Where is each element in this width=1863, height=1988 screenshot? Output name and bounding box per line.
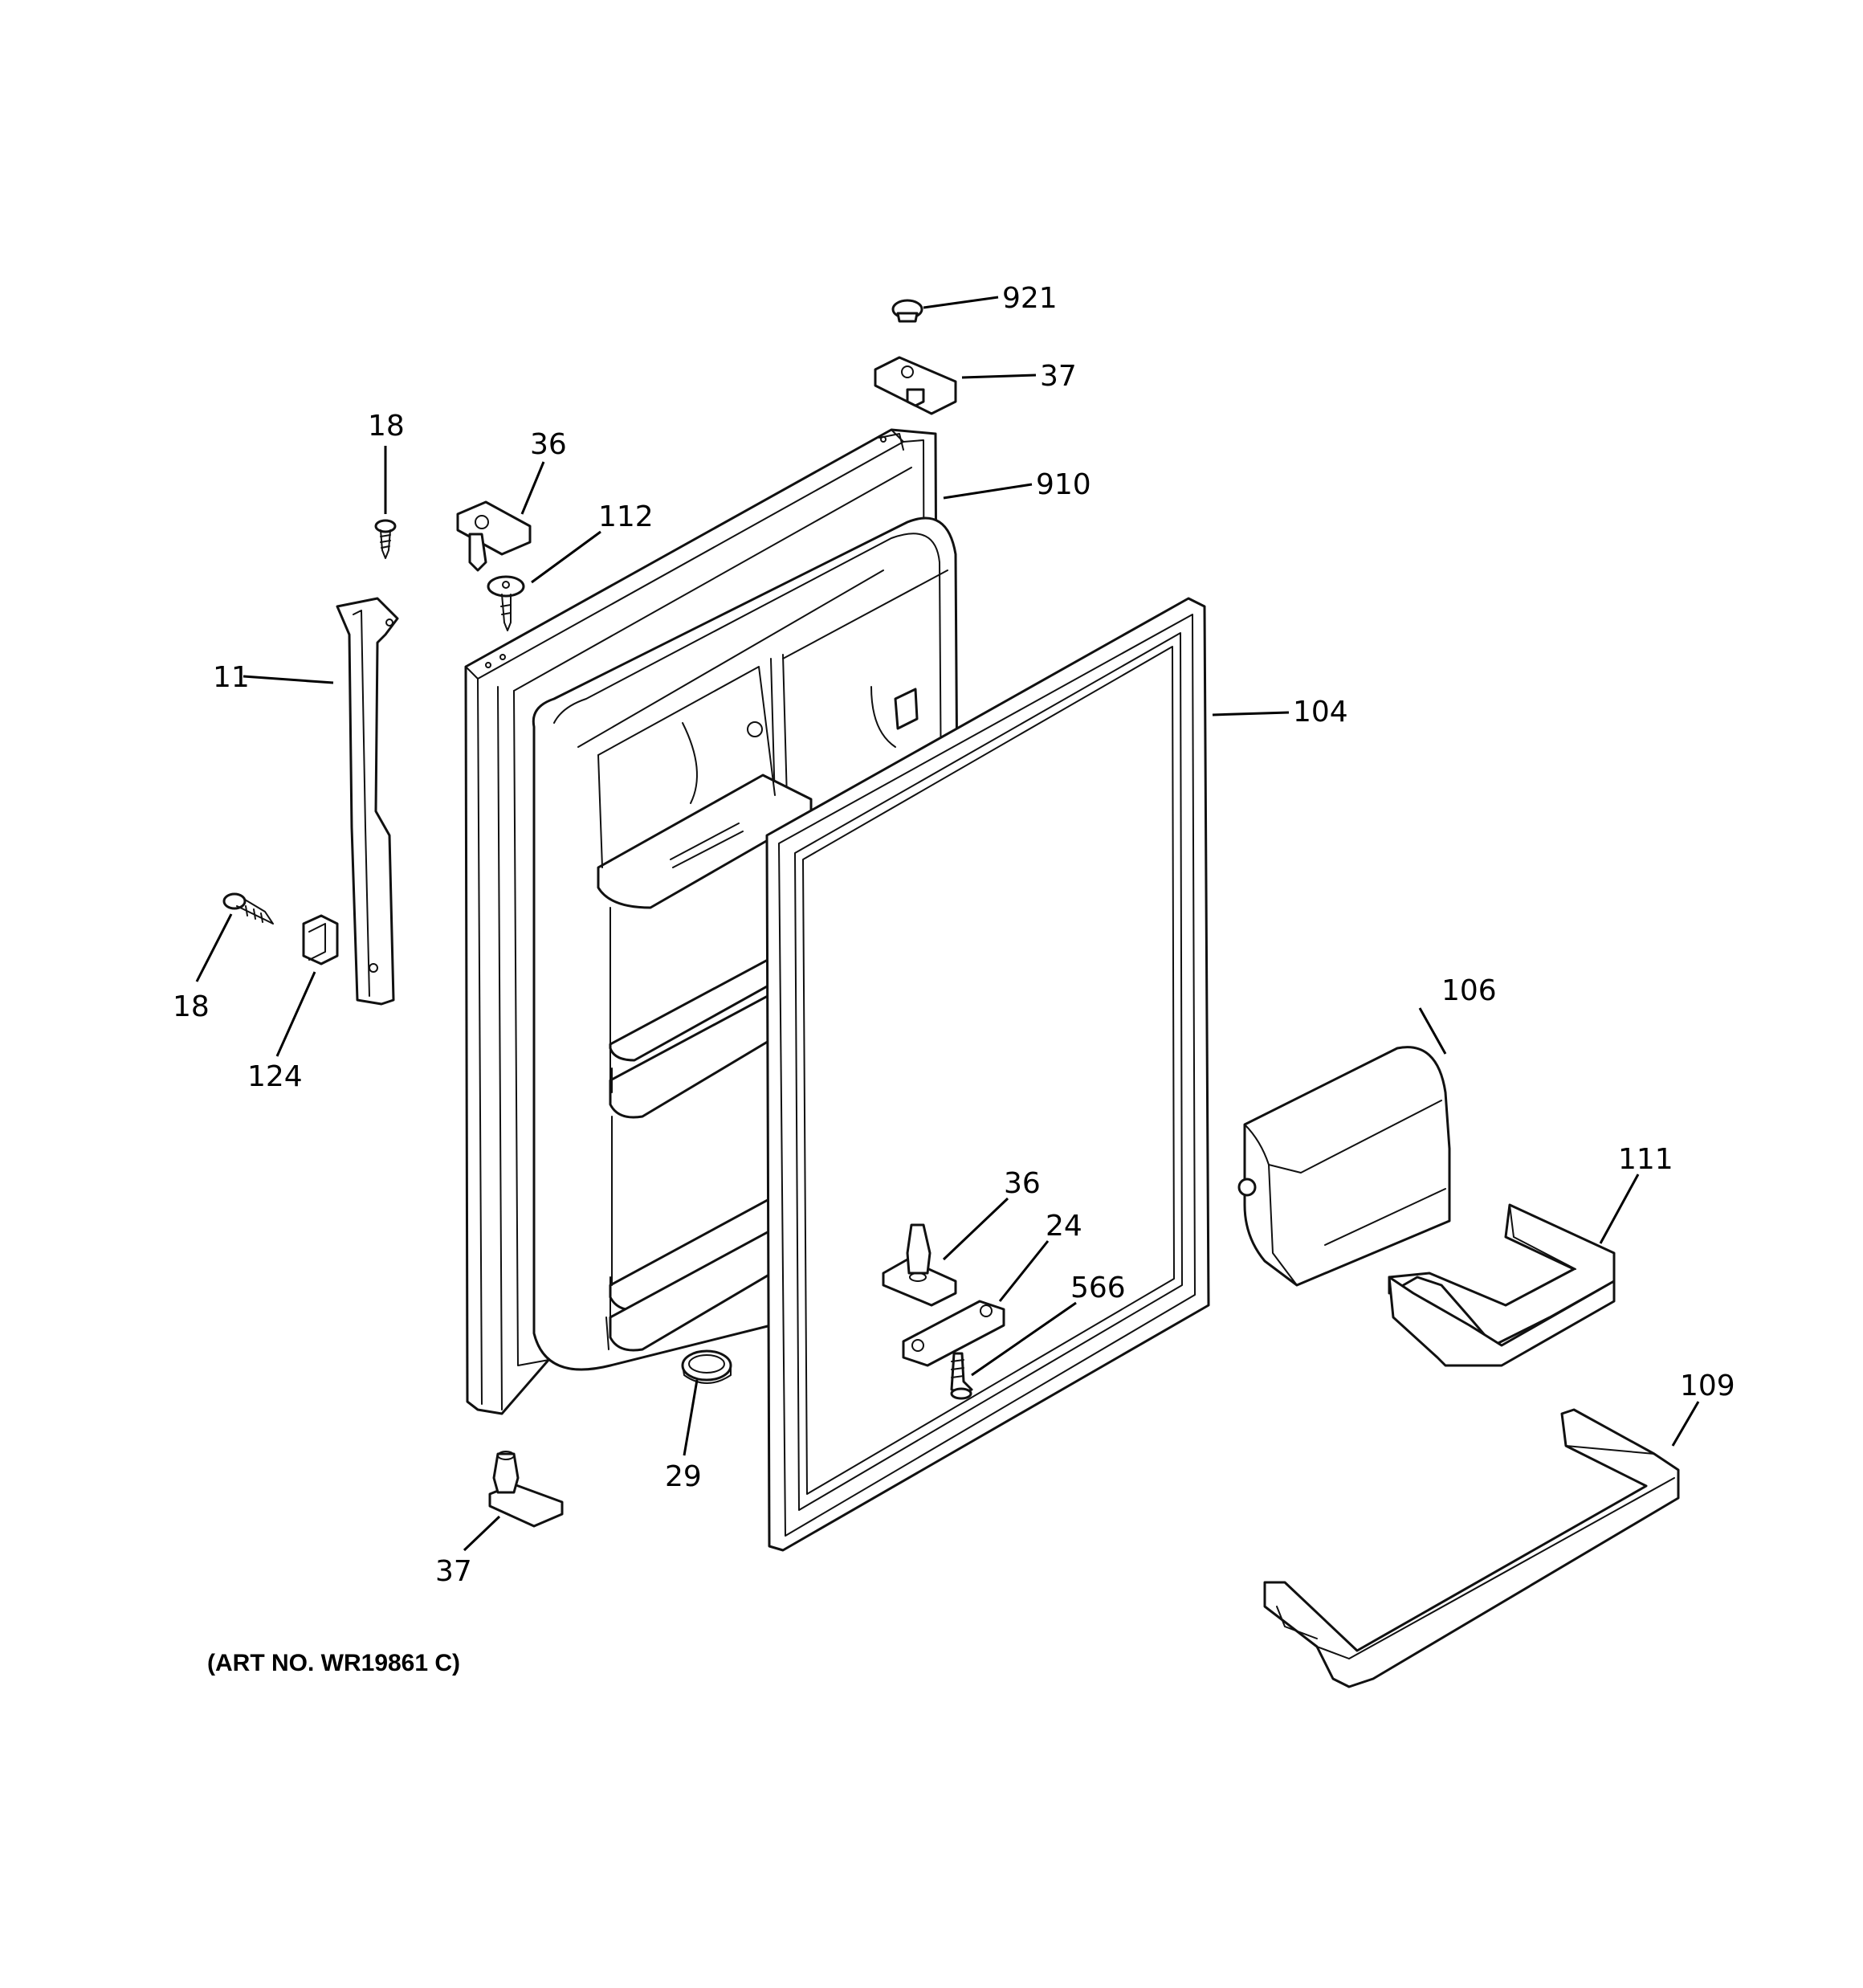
leader-lines	[195, 296, 1700, 1552]
plug-921	[891, 299, 923, 323]
hinge-pin-36-bottom	[882, 1223, 957, 1307]
screw-18-left	[222, 892, 274, 925]
callout-106: 106	[1441, 974, 1497, 1007]
callout-29: 29	[665, 1460, 702, 1493]
callout-566: 566	[1070, 1272, 1126, 1304]
screw-18-top	[374, 519, 397, 559]
dairy-door-106	[1237, 1046, 1451, 1287]
door-bin-111	[1388, 1203, 1616, 1367]
hinge-37-top	[874, 356, 957, 415]
callout-36-top: 36	[530, 428, 567, 461]
callout-11: 11	[213, 661, 250, 694]
callout-18-top: 18	[368, 410, 405, 443]
door-handle	[336, 597, 399, 1006]
callout-37-bottom: 37	[435, 1555, 472, 1588]
callout-109: 109	[1680, 1370, 1735, 1402]
callout-37-top: 37	[1040, 360, 1077, 393]
callout-111: 111	[1618, 1143, 1673, 1176]
callout-labels: 921 37 910 18 36 112 11 104 18 124 106 1…	[173, 282, 1735, 1588]
art-number-label: (ART NO. WR19861 C)	[207, 1650, 460, 1676]
callout-124: 124	[247, 1060, 303, 1093]
clip-124	[302, 914, 339, 965]
callout-910: 910	[1036, 468, 1091, 501]
spacer-24	[902, 1300, 1005, 1367]
door-gasket	[765, 597, 1210, 1552]
callout-24: 24	[1046, 1210, 1082, 1243]
callout-18-left: 18	[173, 990, 210, 1023]
hinge-pin-36-top	[456, 500, 532, 572]
screw-566	[950, 1352, 973, 1400]
callout-104: 104	[1293, 696, 1348, 729]
callout-921: 921	[1002, 282, 1058, 315]
callout-112: 112	[598, 500, 654, 533]
callout-36-bottom: 36	[1004, 1167, 1041, 1200]
bushing-29	[681, 1349, 732, 1384]
hinge-37-bottom	[488, 1451, 564, 1528]
washer-112	[487, 575, 525, 631]
door-bin-109	[1263, 1408, 1680, 1688]
